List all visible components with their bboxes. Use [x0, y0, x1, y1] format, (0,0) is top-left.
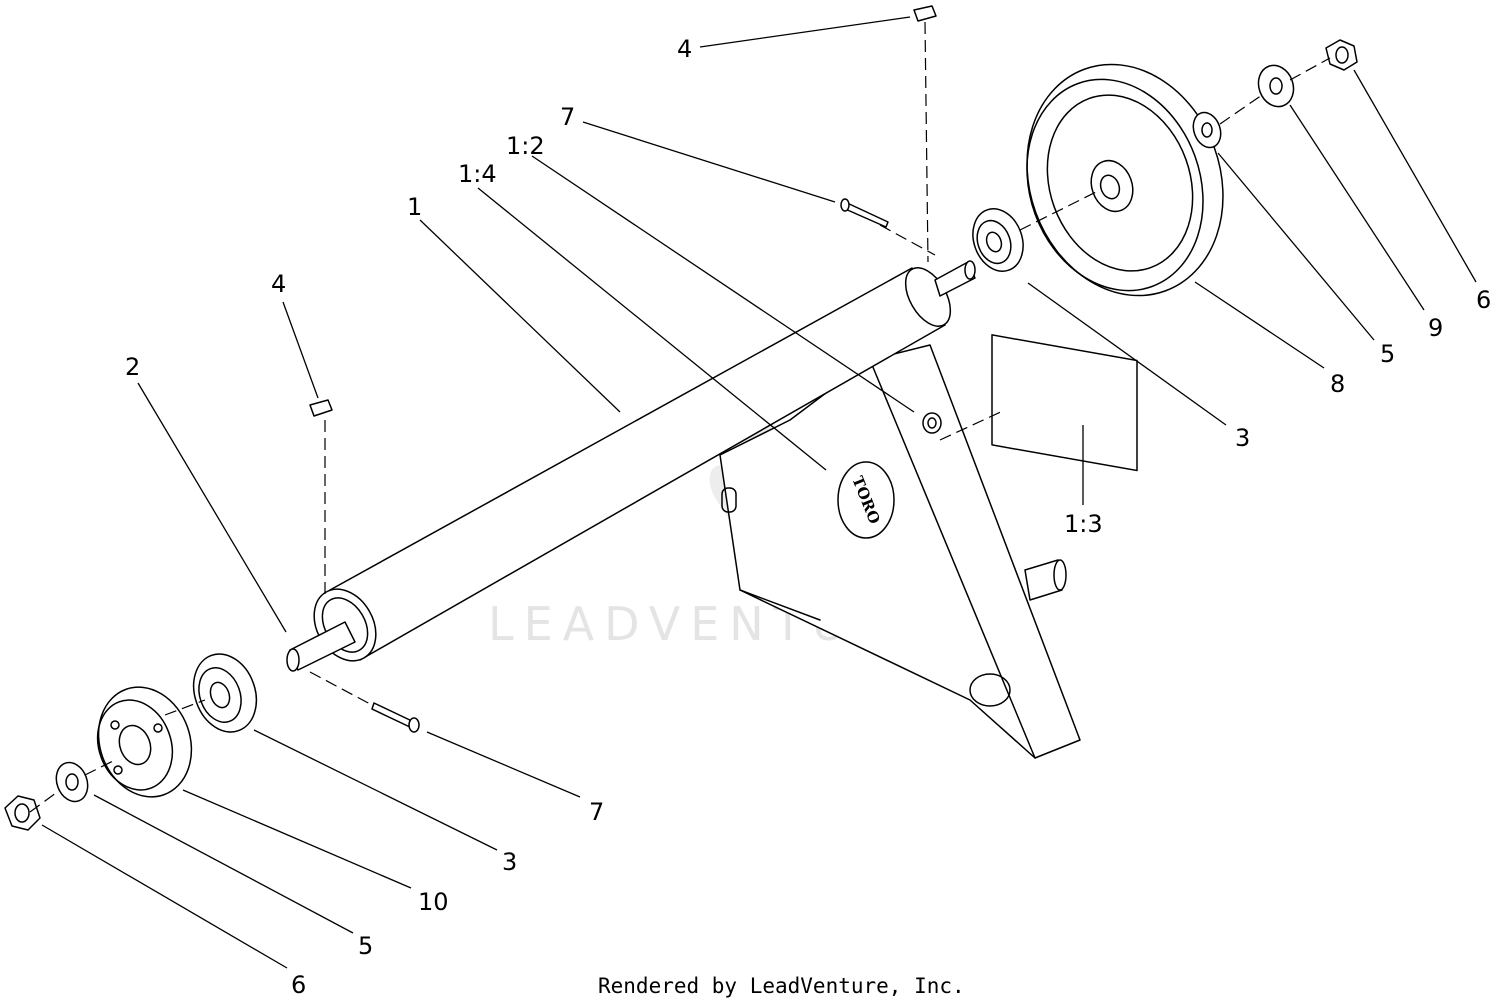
callout-4-left: 4 — [271, 270, 286, 298]
footer-credit: Rendered by LeadVenture, Inc. — [598, 974, 965, 998]
callout-4-top: 4 — [677, 35, 692, 63]
callout-8: 8 — [1330, 370, 1345, 398]
callout-1-4: 1:4 — [458, 160, 497, 188]
callout-2: 2 — [125, 353, 140, 381]
washer-right-5 — [1192, 111, 1222, 149]
castle-nut-right — [1325, 39, 1358, 71]
callout-5-left: 5 — [358, 932, 373, 960]
callout-10: 10 — [418, 888, 449, 916]
pulley — [1026, 63, 1224, 297]
key-top — [913, 5, 937, 22]
callout-7-top: 7 — [560, 103, 575, 131]
callout-5-right: 5 — [1380, 340, 1395, 368]
callout-6-left: 6 — [291, 971, 306, 999]
callout-9: 9 — [1428, 314, 1443, 342]
hub — [96, 686, 193, 798]
key-left — [309, 399, 333, 417]
mounting-bracket: TORO — [719, 344, 1081, 759]
callout-7-bottom: 7 — [589, 798, 604, 826]
shaft-left — [286, 621, 356, 672]
shaft-right — [934, 260, 976, 297]
toro-logo-badge — [837, 461, 895, 539]
cotter-pin-bottom — [371, 702, 420, 733]
callout-3-right: 3 — [1235, 424, 1250, 452]
washer-right-9 — [1257, 64, 1295, 108]
callout-1-3: 1:3 — [1064, 510, 1103, 538]
assembly-centerlines — [29, 21, 1331, 813]
callout-1-2: 1:2 — [506, 132, 545, 160]
callout-6-right: 6 — [1476, 286, 1491, 314]
washer-left-5 — [55, 761, 89, 803]
bearing-left — [192, 653, 258, 733]
bearing-right — [972, 208, 1024, 272]
cotter-pin-top — [840, 198, 889, 228]
callout-3-left: 3 — [502, 848, 517, 876]
leader-lines — [41, 16, 1477, 969]
callout-1: 1 — [407, 193, 422, 221]
callout-labels: 4 7 1:2 1:4 1 4 2 1:3 3 8 5 9 6 7 3 10 5… — [125, 35, 1491, 999]
castle-nut-left — [4, 795, 41, 831]
decal-plate — [991, 334, 1138, 472]
